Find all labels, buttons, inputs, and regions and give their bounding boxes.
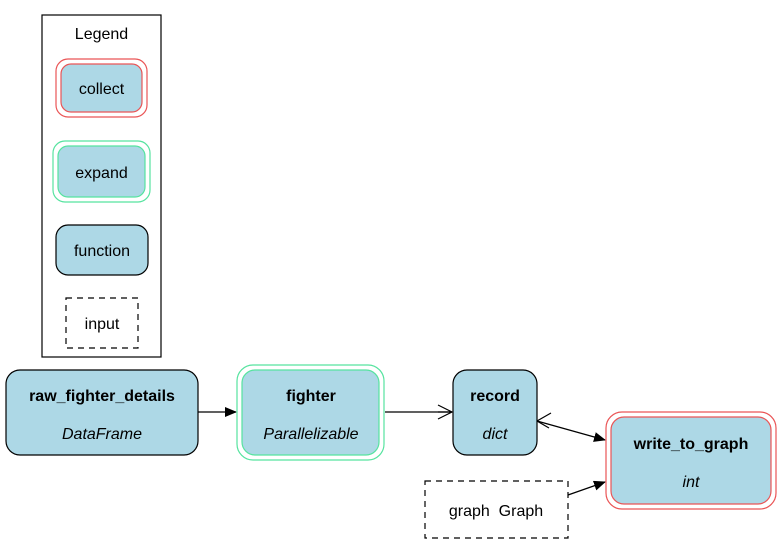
edges [198, 404, 606, 496]
legend-title: Legend [75, 26, 128, 43]
legend: Legend collect expand function input [41, 14, 162, 358]
legend-item-expand: expand [52, 140, 151, 203]
node-write-to-graph: write_to_graph int [605, 411, 777, 510]
crow-foot-record-out [535, 412, 552, 429]
node-fighter: fighter Parallelizable [236, 364, 385, 461]
legend-item-collect: collect [55, 58, 148, 118]
legend-function-label: function [74, 243, 130, 260]
legend-expand-label: expand [75, 165, 128, 182]
node-fighter-type: Parallelizable [263, 426, 358, 443]
legend-collect-label: collect [79, 81, 125, 98]
node-write-to-graph-name: write_to_graph [633, 436, 749, 453]
node-graph-input: graph Graph [424, 480, 569, 539]
crow-foot-record-in [437, 404, 454, 420]
node-record: record dict [452, 369, 538, 456]
node-record-type: dict [483, 426, 508, 443]
node-fighter-name: fighter [286, 388, 336, 405]
legend-item-input: input [65, 297, 139, 349]
node-raw-fighter-details-name: raw_fighter_details [29, 388, 175, 405]
edge-graph-to-write [567, 480, 606, 496]
node-raw-fighter-details: raw_fighter_details DataFrame [5, 369, 199, 456]
node-write-to-graph-type: int [683, 474, 700, 491]
node-graph-input-label: graph Graph [449, 503, 543, 520]
edge-record-to-write [536, 420, 606, 442]
node-raw-fighter-details-type: DataFrame [62, 426, 142, 443]
legend-item-function: function [55, 224, 149, 276]
legend-input-label: input [85, 316, 120, 333]
node-record-name: record [470, 388, 520, 405]
